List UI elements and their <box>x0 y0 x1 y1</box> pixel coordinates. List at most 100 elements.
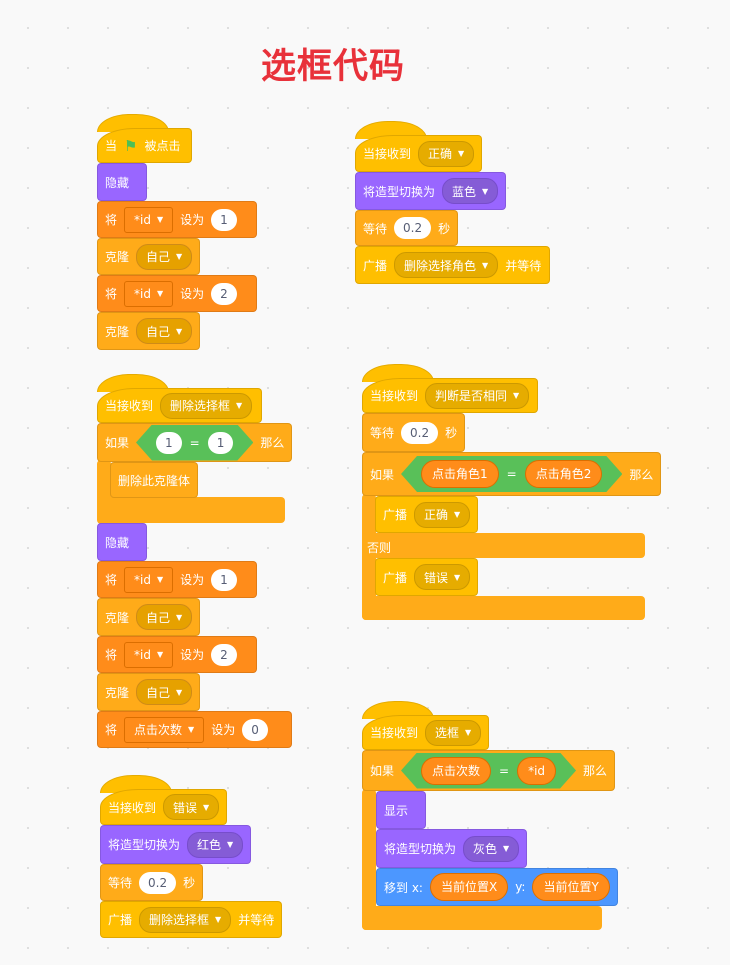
number-input[interactable]: 1 <box>208 432 234 454</box>
block-label: 秒 <box>183 876 196 890</box>
variable-reporter[interactable]: 点击角色1 <box>421 460 499 488</box>
dropdown[interactable]: 自己▼ <box>136 318 193 344</box>
number-input[interactable]: 0.2 <box>401 421 439 444</box>
chevron-down-icon: ▼ <box>454 510 461 519</box>
c-block-arm <box>362 533 645 558</box>
dropdown[interactable]: 蓝色 ▼ <box>442 178 499 204</box>
number-input[interactable]: 2 <box>211 643 237 666</box>
block[interactable]: 克隆自己▼ <box>97 312 201 350</box>
chevron-down-icon: ▼ <box>203 802 210 812</box>
number-input[interactable]: 1 <box>211 208 237 231</box>
block[interactable]: 广播删除选择框▼并等待 <box>100 901 283 938</box>
number-input[interactable]: 0 <box>242 718 268 741</box>
variable-reporter[interactable]: 当前位置X <box>429 873 509 901</box>
dropdown[interactable]: *id▼ <box>124 566 174 593</box>
hat-block[interactable]: 当接收到正确▼ <box>355 135 483 172</box>
variable-reporter[interactable]: 当前位置Y <box>532 873 610 901</box>
block[interactable]: 隐藏 <box>97 163 147 201</box>
block-label: 设为 <box>180 287 205 301</box>
number-input[interactable]: 0.2 <box>139 871 177 894</box>
hat-block[interactable]: 当接收到判断是否相同▼ <box>362 378 538 413</box>
dropdown[interactable]: 红色▼ <box>187 831 244 858</box>
block-label: 并等待 <box>238 913 275 927</box>
block-label: 当接收到 <box>108 800 157 815</box>
equals-operator[interactable]: 点击角色1 = 点击角色2 <box>401 456 622 492</box>
dropdown[interactable]: 选框▼ <box>425 719 482 746</box>
chevron-down-icon: ▼ <box>454 572 461 582</box>
block[interactable]: 广播删除选择角色▼并等待 <box>355 246 550 284</box>
hat-block[interactable]: 当接收到选框▼ <box>362 715 490 750</box>
dropdown[interactable]: 删除选择角色▼ <box>394 252 499 278</box>
c-block-arm <box>362 906 602 930</box>
dropdown[interactable]: 自己▼ <box>136 243 193 270</box>
dropdown-value: *id <box>134 647 151 662</box>
block[interactable]: 克隆自己▼ <box>97 598 201 636</box>
block[interactable]: 隐藏 <box>97 523 147 561</box>
block-label: 设为 <box>211 723 236 737</box>
dropdown-value: 删除选择角色 <box>404 258 477 273</box>
dropdown[interactable]: 删除选择框▼ <box>160 392 253 419</box>
block[interactable]: 删除此克隆体 <box>110 462 199 498</box>
block-label: 那么 <box>583 764 608 778</box>
dropdown[interactable]: 灰色▼ <box>463 835 520 862</box>
dropdown[interactable]: 正确▼ <box>418 140 475 167</box>
equals-operator[interactable]: 点击次数=*id <box>401 753 576 789</box>
dropdown[interactable]: *id▼ <box>124 206 174 233</box>
dropdown-value: *id <box>134 212 151 227</box>
number-input[interactable]: 2 <box>211 282 237 305</box>
variable-reporter[interactable]: 点击角色2 <box>525 460 603 488</box>
number-input[interactable]: 1 <box>156 432 182 454</box>
block[interactable]: 广播错误▼ <box>375 558 479 596</box>
dropdown[interactable]: *id▼ <box>124 280 174 307</box>
dropdown[interactable]: 判断是否相同▼ <box>425 382 530 409</box>
block-label: 将造型切换为 <box>363 184 436 199</box>
dropdown-value: 蓝色 <box>452 184 477 199</box>
block[interactable]: 将造型切换为红色▼ <box>100 825 252 864</box>
dropdown[interactable]: 自己▼ <box>136 604 193 630</box>
block[interactable]: 将造型切换为灰色▼ <box>376 829 528 868</box>
block-label: 当接收到 <box>363 147 412 161</box>
equals-operator[interactable]: 1=1 <box>136 425 253 461</box>
block-label: = <box>506 467 517 481</box>
chevron-down-icon: ▼ <box>176 252 183 261</box>
block[interactable]: 克隆自己▼ <box>97 238 201 275</box>
hat-block[interactable]: 当接收到错误▼ <box>100 789 228 825</box>
block[interactable]: 显示 <box>376 791 426 829</box>
block[interactable]: 将造型切换为 蓝色 ▼ <box>355 172 507 210</box>
number-input[interactable]: 0.2 <box>394 217 432 239</box>
variable-reporter[interactable]: *id <box>517 757 556 785</box>
dropdown[interactable]: 删除选择框▼ <box>139 906 232 933</box>
dropdown[interactable]: 点击次数▼ <box>124 716 205 743</box>
block-label: 当接收到 <box>105 399 154 413</box>
block-label: 并等待 <box>505 258 542 273</box>
block[interactable]: 广播正确▼ <box>375 496 479 533</box>
block-label: 将 <box>105 213 118 227</box>
hat-block[interactable]: 当⚑被点击 <box>97 128 192 163</box>
number-input[interactable]: 1 <box>211 568 237 591</box>
chevron-down-icon: ▼ <box>482 186 489 196</box>
block-label: 秒 <box>438 221 451 236</box>
chevron-down-icon: ▼ <box>503 844 510 853</box>
block-label: 设为 <box>180 573 205 587</box>
variable-reporter[interactable]: 点击次数 <box>421 757 491 785</box>
dropdown[interactable]: *id▼ <box>124 641 174 668</box>
dropdown[interactable]: 正确▼ <box>414 501 471 528</box>
dropdown[interactable]: 自己▼ <box>136 679 193 705</box>
dropdown[interactable]: 错误▼ <box>163 794 220 820</box>
block[interactable]: 克隆自己▼ <box>97 673 201 711</box>
hat-block[interactable]: 当接收到删除选择框▼ <box>97 388 262 423</box>
block-label: 隐藏 <box>105 535 130 550</box>
dropdown[interactable]: 错误▼ <box>414 564 471 590</box>
